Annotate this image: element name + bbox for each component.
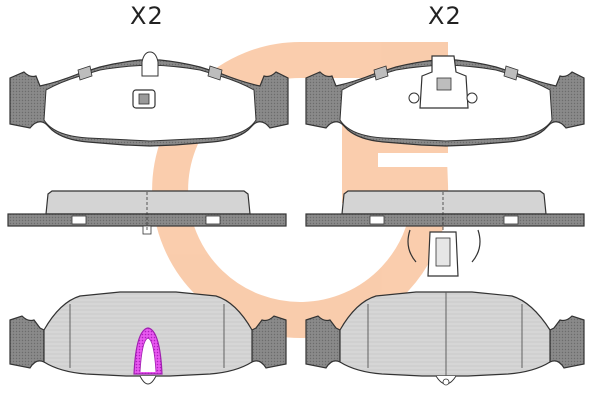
pad-friction-view-left xyxy=(9,291,287,385)
tab-left xyxy=(373,65,389,81)
pad-side-profile-left xyxy=(7,190,287,235)
friction-lining xyxy=(45,190,251,215)
edge-slot xyxy=(369,215,385,225)
clip-hole-left xyxy=(408,92,420,104)
edge-slot xyxy=(205,215,221,225)
tab-right xyxy=(207,65,223,81)
pad-side-profile-right xyxy=(305,190,585,277)
tab-right xyxy=(503,65,519,81)
wear-sensor-slot xyxy=(139,337,157,373)
friction-material xyxy=(339,291,551,377)
quantity-label-right: X2 xyxy=(428,2,462,30)
friction-lining xyxy=(341,190,547,215)
top-notch xyxy=(141,51,159,77)
edge-slot xyxy=(71,215,87,225)
quantity-label-left: X2 xyxy=(130,2,164,30)
ear-left xyxy=(9,315,45,369)
center-square xyxy=(138,93,150,105)
clip-slot xyxy=(436,77,452,91)
clip-inner xyxy=(435,237,451,267)
backing-plate-edge xyxy=(305,213,585,227)
clip-spring-right xyxy=(471,229,481,263)
pad-back-view-right xyxy=(305,55,585,147)
bottom-notch xyxy=(139,375,157,385)
clip-hole-right xyxy=(466,92,478,104)
notch-hole xyxy=(442,378,450,386)
tab-left xyxy=(77,65,93,81)
pad-back-view-left xyxy=(9,51,289,147)
clip-spring-left xyxy=(407,229,417,263)
pad-friction-view-right xyxy=(305,291,585,386)
ear-right xyxy=(549,315,585,369)
edge-slot xyxy=(503,215,519,225)
